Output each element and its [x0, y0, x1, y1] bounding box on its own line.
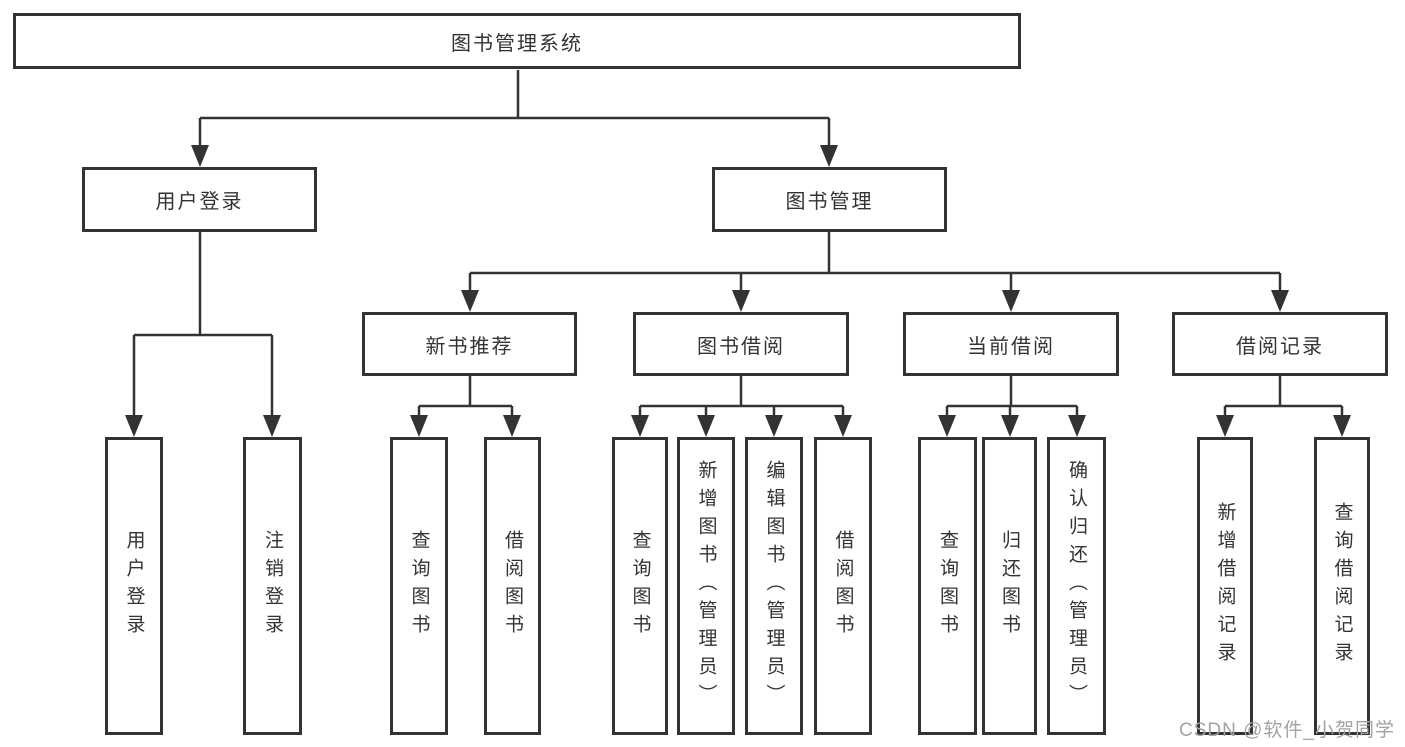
node-label: 新增图书（管理员） [695, 460, 717, 712]
leaf-recommend-borrow-books: 借阅图书 [484, 437, 541, 735]
node-user-login: 用户登录 [82, 167, 317, 232]
leaf-borrowing-borrow-books: 借阅图书 [814, 437, 872, 735]
node-label: 当前借阅 [967, 335, 1055, 358]
node-label: 图书管理 [785, 191, 874, 213]
node-label: 借阅记录 [1236, 335, 1324, 358]
node-label: 新增借阅记录 [1214, 502, 1236, 670]
node-book-management: 图书管理 [712, 167, 947, 232]
node-label: 用户登录 [155, 191, 244, 213]
node-label: 借阅图书 [832, 530, 854, 642]
leaf-add-borrow-record: 新增借阅记录 [1197, 437, 1253, 735]
node-borrowing-records: 借阅记录 [1172, 312, 1388, 376]
leaf-query-borrow-record: 查询借阅记录 [1314, 437, 1370, 735]
leaf-confirm-return-admin: 确认归还（管理员） [1047, 437, 1106, 735]
leaf-edit-books-admin: 编辑图书（管理员） [745, 437, 803, 735]
arrowheads [125, 145, 1351, 437]
leaf-current-query-books: 查询图书 [918, 437, 977, 735]
node-label: 图书管理系统 [451, 32, 583, 55]
node-label: 用户登录 [123, 530, 145, 642]
connector-lines [132, 70, 1344, 420]
node-label: 查询图书 [408, 530, 430, 642]
watermark-text: CSDN @软件_小贺同学 [1179, 720, 1395, 741]
node-label: 确认归还（管理员） [1066, 460, 1087, 712]
node-label: 注销登录 [262, 530, 283, 642]
leaf-recommend-query-books: 查询图书 [390, 437, 448, 735]
node-current-borrowing: 当前借阅 [903, 312, 1119, 376]
node-label: 新书推荐 [425, 335, 514, 358]
node-book-borrowing: 图书借阅 [633, 312, 849, 376]
node-label: 图书借阅 [697, 335, 785, 358]
node-label: 查询图书 [629, 530, 651, 642]
leaf-logout-login: 注销登录 [243, 437, 302, 735]
leaf-borrowing-query-books: 查询图书 [612, 437, 668, 735]
node-label: 编辑图书（管理员） [763, 460, 785, 712]
leaf-return-books: 归还图书 [982, 437, 1037, 735]
node-new-book-recommendation: 新书推荐 [362, 312, 577, 376]
node-label: 查询图书 [937, 530, 958, 642]
node-label: 查询借阅记录 [1331, 502, 1353, 670]
node-library-system: 图书管理系统 [13, 13, 1021, 69]
leaf-add-books-admin: 新增图书（管理员） [677, 437, 735, 735]
leaf-user-login: 用户登录 [105, 437, 163, 735]
node-label: 归还图书 [999, 530, 1020, 642]
node-label: 借阅图书 [502, 530, 523, 642]
